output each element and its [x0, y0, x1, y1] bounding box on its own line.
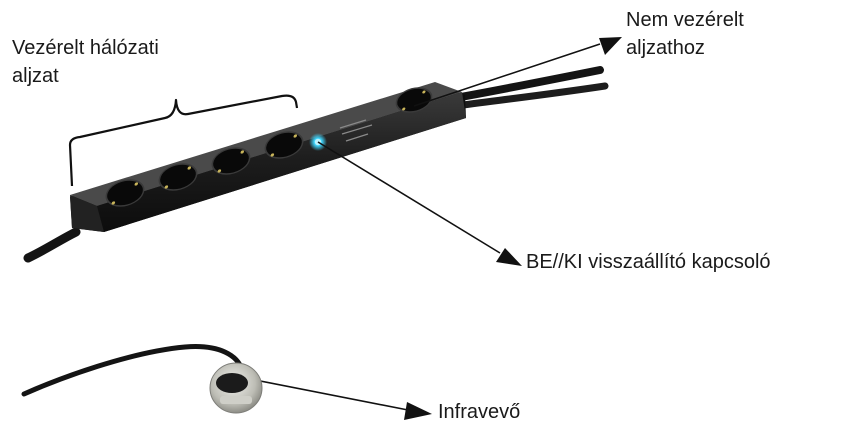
controlled-sockets-label-line-1: Vezérelt hálózati: [12, 37, 159, 59]
controlled-sockets: [105, 131, 304, 207]
socket-3: [211, 147, 251, 175]
uncontrolled-socket-leader: [413, 43, 601, 107]
reset-switch-leader: [317, 141, 501, 254]
controlled-sockets-label: Vezérelt hálózati aljzat: [12, 34, 159, 90]
ir-receiver-arrowhead: [404, 402, 432, 420]
socket-1: [105, 179, 145, 207]
power-cable-left: [23, 227, 81, 263]
socket-2: [158, 163, 198, 191]
ir-receiver-label: Infravevő: [438, 401, 521, 423]
power-cable-right-2: [451, 82, 609, 110]
socket-4: [264, 131, 304, 159]
uncontrolled-socket-label-line-2: aljzathoz: [626, 37, 705, 59]
ir-receiver-icon: [209, 362, 263, 414]
ir-receiver-cable: [21, 344, 245, 397]
reset-switch-arrowhead: [496, 248, 522, 266]
uncontrolled-socket-label: Nem vezérelt aljzathoz: [626, 6, 744, 62]
controlled-sockets-brace: [68, 94, 299, 187]
uncontrolled-socket-arrowhead: [599, 37, 622, 55]
strip-print-marks: [339, 119, 373, 142]
uncontrolled-socket-label-line-1: Nem vezérelt: [626, 9, 744, 31]
controlled-sockets-label-line-2: aljzat: [12, 65, 59, 87]
reset-switch-label: BE//KI visszaállító kapcsoló: [526, 251, 771, 273]
ir-receiver-leader: [244, 377, 409, 411]
power-cable-right-1: [451, 66, 604, 102]
